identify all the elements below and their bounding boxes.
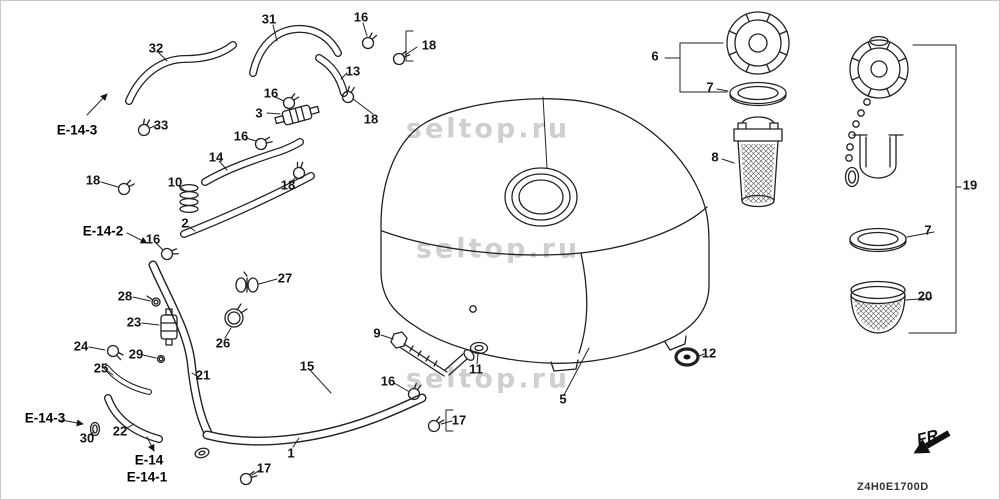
fuel-tank	[380, 96, 710, 396]
clamp-16-filter-out	[252, 131, 275, 154]
front-direction-arrow	[913, 430, 951, 454]
clamp-18-left	[116, 177, 136, 198]
clamp-26	[224, 303, 248, 328]
reserve-gasket	[849, 227, 907, 253]
grommet-12	[674, 347, 700, 367]
tube-clip	[194, 447, 210, 459]
clamp-27	[235, 271, 259, 293]
reserve-cap-assembly	[844, 35, 962, 334]
diagram-code: Z4H0E1700D	[857, 481, 929, 493]
clip-28	[146, 295, 161, 307]
spring-10	[179, 183, 199, 214]
fuel-joint-11	[444, 341, 489, 376]
fuel-strainer	[721, 116, 783, 208]
small-parts	[89, 32, 700, 489]
fuel-filter-3	[274, 104, 320, 126]
leader-lines	[60, 22, 705, 476]
fuel-hoses	[104, 24, 427, 446]
fuel-filter-23	[160, 308, 178, 346]
clamp-17-bottom	[238, 466, 259, 489]
drain-bolt-9	[390, 331, 448, 377]
cap-holder-bracket	[852, 134, 904, 179]
clamp-16-top	[361, 32, 378, 50]
filler-gasket	[716, 81, 787, 107]
fuel-filler-cap	[664, 11, 790, 93]
ring-29	[156, 354, 166, 364]
strainer-cup	[850, 280, 906, 334]
clamp-16-lower	[158, 242, 181, 265]
clamp-24	[106, 344, 124, 361]
clamp-18-top	[391, 47, 412, 68]
